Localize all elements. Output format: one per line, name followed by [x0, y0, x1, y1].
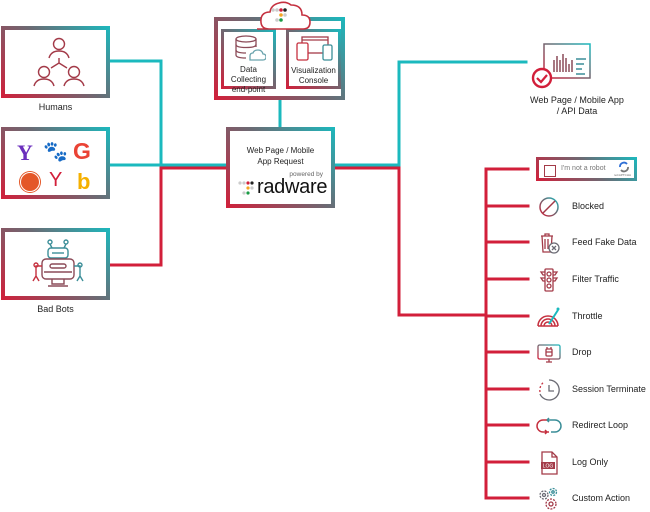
web-analytics-icon — [531, 43, 591, 89]
bad-bots-connector — [106, 166, 230, 267]
bad-bots-box — [1, 228, 110, 300]
traffic-light-icon — [539, 268, 559, 292]
action-label: Throttle — [572, 311, 603, 321]
action-log-only: LOG Log Only — [536, 450, 646, 476]
log-file-icon: LOG — [541, 451, 558, 475]
bad-bots-label: Bad Bots — [37, 304, 74, 314]
devices-icon — [296, 36, 333, 61]
action-branches — [484, 167, 530, 500]
humans-connector — [106, 59, 163, 167]
google-icon: G — [73, 138, 91, 164]
radware-logo-icon — [238, 181, 254, 195]
gears-icon — [539, 487, 558, 510]
radware-brand: radware — [257, 176, 328, 198]
bing-icon: b — [77, 169, 91, 194]
clock-icon — [539, 379, 560, 401]
action-label: Filter Traffic — [572, 274, 619, 284]
action-label: Drop — [572, 347, 592, 357]
action-label: Blocked — [572, 201, 605, 211]
action-custom-action: Custom Action — [536, 486, 646, 512]
captcha-widget[interactable]: I'm not a robot reCAPTCHA — [536, 157, 637, 181]
recaptcha-icon — [619, 161, 629, 173]
robot-icon — [32, 239, 84, 287]
action-session-terminate: Session Terminate — [536, 377, 646, 403]
action-label: Session Terminate — [572, 384, 646, 394]
action-label: Log Only — [572, 457, 609, 467]
humans-label: Humans — [38, 102, 73, 112]
duckduckgo-icon — [20, 172, 40, 192]
destination-connector — [332, 60, 528, 167]
blocked-icon — [539, 197, 559, 217]
people-icon — [33, 37, 85, 87]
actions-connector — [332, 166, 488, 317]
action-label: Custom Action — [572, 493, 631, 503]
destination-label: Web Page / Mobile App/ API Data — [530, 95, 624, 116]
action-label: Feed Fake Data — [572, 237, 637, 247]
yahoo-icon: Y — [17, 140, 33, 165]
good-bots-box: Y 🐾 G Y b — [1, 127, 110, 199]
trash-fake-data-icon — [541, 233, 560, 254]
yandex-icon: Y — [49, 169, 63, 191]
action-feed-fake-data: Feed Fake Data — [536, 230, 646, 256]
action-drop: Drop — [536, 340, 646, 366]
action-redirect-loop: Redirect Loop — [536, 413, 646, 439]
redirect-loop-icon — [536, 417, 562, 435]
humans-box — [1, 26, 110, 98]
captcha-checkbox[interactable] — [544, 165, 556, 177]
recaptcha-brand: reCAPTCHA — [614, 173, 632, 177]
baidu-icon: 🐾 — [43, 141, 68, 163]
radware-dots-icon — [271, 8, 287, 22]
action-throttle: Throttle — [536, 304, 646, 330]
action-blocked: Blocked — [536, 194, 646, 220]
action-label: Redirect Loop — [572, 420, 629, 430]
database-cloud-icon — [235, 35, 266, 61]
action-filter-traffic: Filter Traffic — [536, 267, 646, 293]
cloud-icon — [257, 1, 311, 30]
powered-by-label: powered by — [289, 171, 323, 178]
drop-monitor-icon — [537, 344, 561, 363]
svg-text:LOG: LOG — [543, 464, 554, 470]
throttle-gauge-icon — [537, 307, 560, 327]
captcha-label: I'm not a robot — [561, 165, 606, 172]
